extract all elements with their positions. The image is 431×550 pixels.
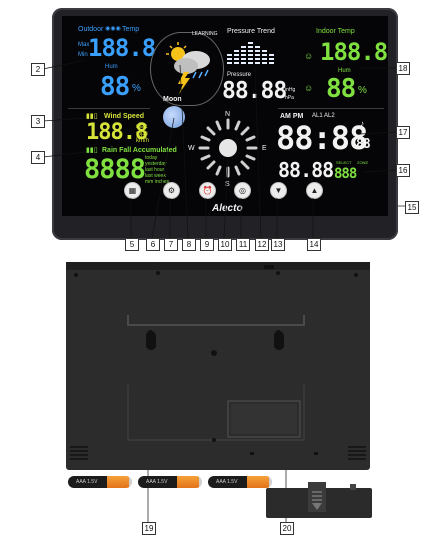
outdoor-temp-value: 188.8 (88, 34, 156, 62)
outdoor-header: Outdoor (78, 26, 104, 33)
rain-period-yesterday: yesterday (145, 161, 167, 167)
callout-4: 4 (31, 151, 45, 164)
pressure-trend-label: Pressure Trend (227, 28, 275, 35)
indoor-smiley-icon: ☺ (304, 51, 314, 61)
outdoor-max-label: Max (78, 42, 90, 48)
rain-unit: mm inches (145, 179, 170, 185)
callout-6: 6 (146, 238, 160, 251)
clock-alarm-indicators: AL1 AL2 (312, 113, 335, 119)
wind-speed-label: Wind Speed (104, 113, 144, 120)
outdoor-hum-value: 88 (100, 72, 130, 102)
pressure-value: 88.88 (222, 78, 287, 104)
snooze-light-button[interactable]: ◎ (234, 182, 251, 199)
battery-3: AAA 1.5V (208, 476, 272, 488)
lcd-screen (62, 16, 388, 216)
callout-20: 20 (280, 522, 294, 535)
cover-tab (350, 484, 356, 490)
pressure-label: Pressure (227, 72, 252, 78)
battery-1: AAA 1.5V (68, 476, 132, 488)
callout-17: 17 (396, 126, 410, 139)
callout-3: 3 (31, 115, 45, 128)
alarm-button[interactable]: ⏰ (199, 182, 216, 199)
forecast-learning-label: LEARNING (192, 31, 218, 37)
select-label: SELECT (336, 160, 352, 165)
moon-phase-icon (163, 106, 185, 128)
rain-label: Rain Fall Accumulated (102, 147, 177, 154)
back-unit-top-edge (66, 262, 370, 270)
wind-direction-compass (198, 118, 258, 178)
callout-7: 7 (164, 238, 178, 251)
back-unit (66, 265, 370, 470)
forecast-frame (150, 32, 224, 106)
pressure-trend-bars (227, 42, 274, 64)
outdoor-min-label: Min (78, 52, 88, 58)
zone-label: ZONE (357, 160, 369, 165)
wind-unit-max: max (136, 124, 148, 130)
zone-value: 888 (334, 166, 357, 182)
indoor-hum-label: Hum (338, 68, 351, 74)
callout-13: 13 (271, 238, 285, 251)
callout-19: 19 (142, 522, 156, 535)
callout-14: 14 (307, 238, 321, 251)
back-top-notch (264, 265, 274, 269)
rain-signal-icon: ▮▮▯ (86, 147, 98, 154)
brand-logo: Alecto (212, 203, 243, 214)
date-value: 88.88 (278, 158, 334, 182)
down-button[interactable]: ▼ (270, 182, 287, 199)
wind-unit-mph: mph (136, 131, 148, 137)
indoor-header: Indoor Temp (316, 28, 355, 35)
outdoor-temp-label: Temp (122, 26, 140, 33)
history-button[interactable]: ▦ (124, 182, 141, 199)
settings-button[interactable]: ⚙ (163, 182, 180, 199)
outdoor-hum-unit: % (132, 83, 141, 94)
back-panel-details (70, 271, 366, 460)
battery-2: AAA 1.5V (138, 476, 202, 488)
callout-5: 5 (125, 238, 139, 251)
rain-period-last-hour: last hour (145, 167, 165, 173)
up-button[interactable]: ▲ (306, 182, 323, 199)
wind-unit-kmh: km/h (136, 138, 150, 144)
rain-period-last-week: last week (145, 173, 166, 179)
divider-left (68, 108, 150, 109)
outdoor-hum-label: Hum (105, 64, 118, 70)
battery-cover-latch[interactable] (308, 482, 326, 512)
clock-bell-icon: ♪ (360, 119, 364, 128)
clock-ampm: AM PM (280, 113, 304, 120)
indoor-hum-unit: % (358, 85, 367, 96)
outdoor-signal-icon: ◉◉◉ (105, 26, 121, 32)
compass-south: S (225, 181, 230, 188)
callout-2: 2 (31, 63, 45, 76)
pressure-unit-inhg: inHg (285, 87, 296, 93)
compass-west: W (188, 145, 195, 152)
callout-10: 10 (218, 238, 232, 251)
callout-15: 15 (405, 201, 419, 214)
divider-right (278, 108, 384, 109)
callout-18: 18 (396, 62, 410, 75)
moon-label: Moon (163, 96, 182, 103)
clock-time: 88:88 (276, 119, 368, 157)
indoor-hum-value: 88 (326, 74, 356, 104)
compass-north: N (225, 111, 231, 118)
wind-signal-icon: ▮▮▯ (86, 113, 98, 120)
indoor-temp-value: 188.8 (320, 38, 388, 66)
rain-value: 8888 (84, 154, 146, 185)
callout-12: 12 (255, 238, 269, 251)
callout-8: 8 (182, 238, 196, 251)
rain-period-today: today (145, 155, 158, 161)
pressure-unit-hpa: hPa (285, 95, 294, 101)
clock-seconds: 88 (356, 137, 371, 152)
indoor-comfort-icon: ☺ (304, 83, 314, 93)
callout-11: 11 (236, 238, 250, 251)
cover-arrow-icon (312, 491, 322, 510)
callout-16: 16 (396, 164, 410, 177)
compass-east: E (262, 145, 267, 152)
wind-speed-value: 188.8 (86, 120, 148, 145)
callout-9: 9 (200, 238, 214, 251)
